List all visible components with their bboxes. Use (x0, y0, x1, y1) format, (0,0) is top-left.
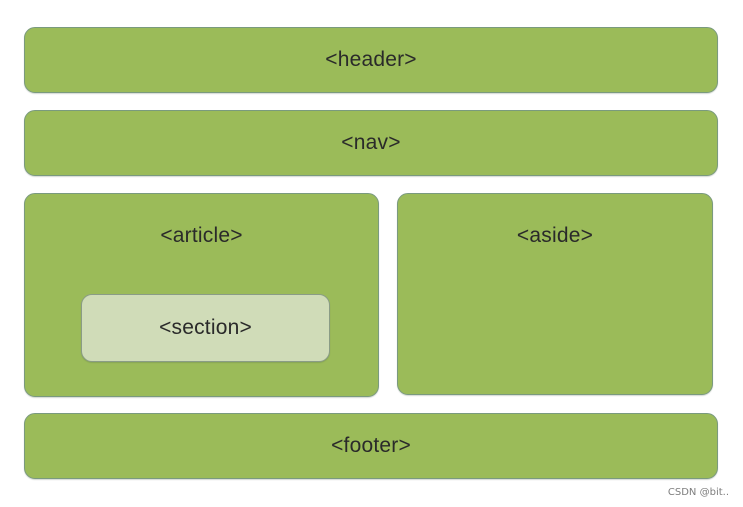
aside-label: <aside> (516, 224, 594, 247)
header-block: <header> (24, 27, 718, 93)
footer-label: <footer> (331, 434, 411, 457)
section-label: <section> (159, 316, 252, 339)
nav-block: <nav> (24, 110, 718, 176)
aside-block: <aside> (397, 193, 713, 395)
footer-block: <footer> (24, 413, 718, 479)
header-label: <header> (325, 48, 417, 71)
watermark-text: CSDN @bit.. (667, 487, 729, 498)
article-block: <article> <section> (24, 193, 379, 397)
article-label: <article> (160, 224, 243, 247)
nav-label: <nav> (341, 131, 401, 154)
section-block: <section> (81, 294, 330, 362)
